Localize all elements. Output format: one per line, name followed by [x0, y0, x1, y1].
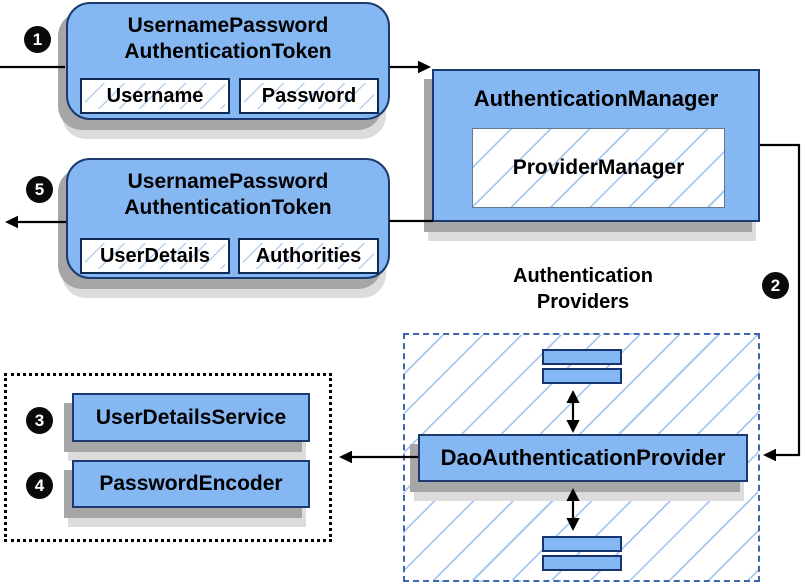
- provider-slot-bar-top-2: [542, 368, 622, 384]
- provider-manager-label: ProviderManager: [512, 156, 685, 179]
- userdetails-field-label: UserDetails: [85, 243, 225, 269]
- provider-slot-bar-top-1: [542, 349, 622, 365]
- authentication-providers-heading-line2: Providers: [536, 291, 630, 313]
- username-field-label: Username: [85, 83, 225, 109]
- arrow-manager-to-dao: [760, 143, 801, 462]
- user-details-service-label: UserDetailsService: [95, 405, 287, 429]
- dao-authentication-provider-box: DaoAuthenticationProvider: [418, 434, 748, 482]
- step-1-badge: 1: [24, 26, 51, 53]
- userdetails-field: UserDetails: [80, 238, 230, 274]
- provider-slot-bar-bottom-1: [542, 536, 622, 552]
- authentication-providers-heading: Authentication Providers: [468, 263, 698, 315]
- result-token-title-line1: UsernamePassword: [127, 170, 329, 193]
- step-2-badge: 2: [762, 272, 789, 299]
- password-field: Password: [239, 78, 379, 114]
- authorities-field: Authorities: [238, 238, 379, 274]
- provider-slot-bar-bottom-2: [542, 555, 622, 571]
- request-token-title: UsernamePassword AuthenticationToken: [68, 4, 388, 65]
- password-field-label: Password: [244, 83, 374, 109]
- step-4-badge: 4: [26, 472, 53, 499]
- password-encoder-box: PasswordEncoder: [72, 460, 310, 508]
- result-token-title-line2: AuthenticationToken: [124, 196, 332, 219]
- dao-authentication-provider-label: DaoAuthenticationProvider: [440, 445, 726, 470]
- password-encoder-label: PasswordEncoder: [99, 472, 283, 495]
- username-field: Username: [80, 78, 230, 114]
- authentication-providers-heading-line1: Authentication: [513, 265, 653, 287]
- request-token-title-line2: AuthenticationToken: [124, 40, 332, 63]
- arrow-request-to-manager: [390, 60, 431, 74]
- authorities-field-label: Authorities: [243, 243, 374, 269]
- user-details-service-box: UserDetailsService: [72, 393, 310, 442]
- step-3-badge: 3: [26, 407, 53, 434]
- result-token-box: UsernamePassword AuthenticationToken Use…: [66, 158, 390, 279]
- step-5-badge: 5: [26, 176, 53, 203]
- request-token-box: UsernamePassword AuthenticationToken Use…: [66, 2, 390, 120]
- authentication-manager-title: AuthenticationManager: [473, 86, 719, 111]
- request-token-title-line1: UsernamePassword: [127, 14, 329, 37]
- arrow-result-outgoing: [5, 215, 66, 229]
- result-token-title: UsernamePassword AuthenticationToken: [68, 160, 388, 221]
- authentication-manager-box: AuthenticationManager ProviderManager: [432, 69, 760, 222]
- provider-manager-box: ProviderManager: [472, 128, 725, 208]
